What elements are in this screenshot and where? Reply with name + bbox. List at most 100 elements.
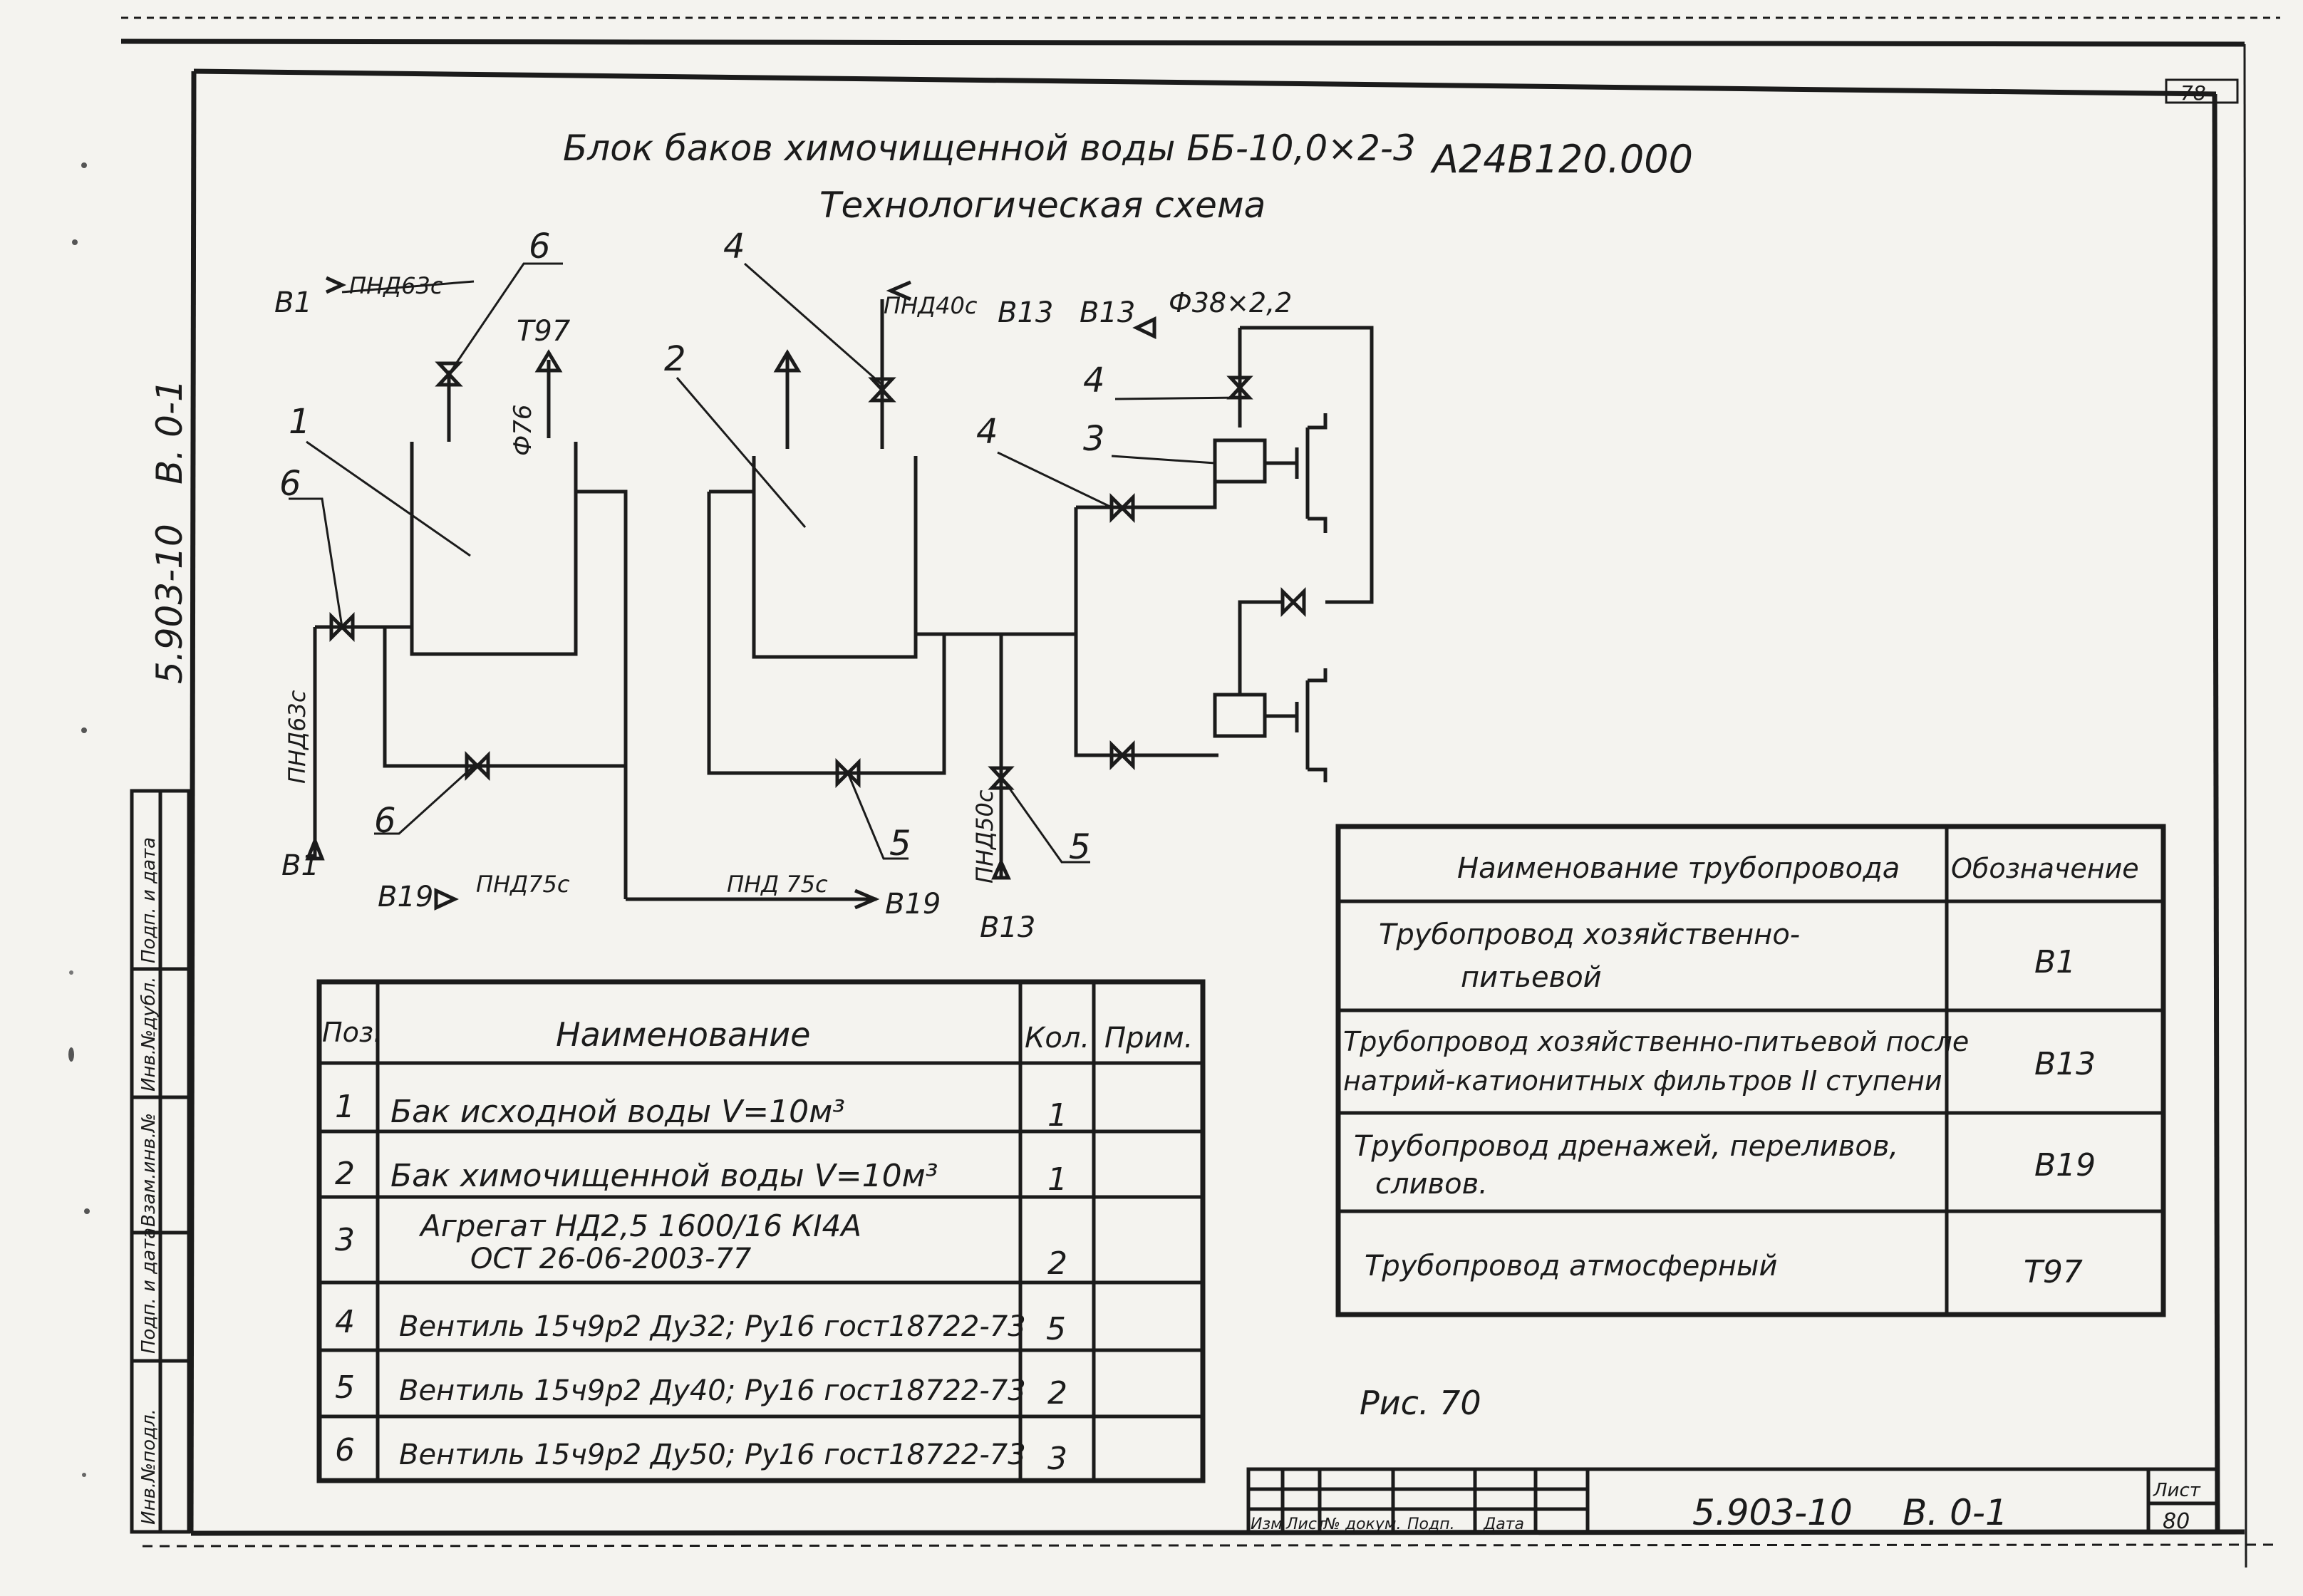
drawing-subtitle: Технологическая схема bbox=[819, 185, 1266, 226]
pipe-cell-code: В1 bbox=[2034, 944, 2076, 980]
pos-label: 6 bbox=[279, 464, 301, 504]
pipe-label: В1 bbox=[281, 849, 319, 882]
pos-label: 6 bbox=[529, 227, 551, 266]
pos-label: 6 bbox=[374, 801, 396, 841]
spec-cell-qty: 3 bbox=[1047, 1441, 1067, 1477]
tb-col: Лист bbox=[1285, 1515, 1327, 1533]
valve-f bbox=[835, 757, 861, 789]
spec-table bbox=[316, 979, 1206, 1483]
pipe-label: Ф38×2,2 bbox=[1169, 287, 1292, 318]
side-stamp-cell: Инв.№подл. bbox=[138, 1409, 160, 1525]
tank-1 bbox=[410, 442, 578, 656]
tb-col: № докум. bbox=[1323, 1515, 1401, 1533]
spec-cell-qty: 1 bbox=[1047, 1161, 1067, 1198]
tb-code: 5.903-10 bbox=[1692, 1492, 1853, 1533]
pipe-cell-name-2: натрий-катионитных фильтров II ступени bbox=[1343, 1065, 1942, 1097]
tb-col: Дата bbox=[1483, 1515, 1524, 1533]
pipe-label: ПНД40с bbox=[884, 292, 978, 319]
pipe-label: В1 bbox=[274, 286, 312, 319]
spec-cell-name-2: ОСТ 26-06-2003-77 bbox=[470, 1243, 752, 1275]
spec-cell-pos: 3 bbox=[335, 1222, 355, 1258]
spec-cell-pos: 5 bbox=[335, 1369, 355, 1406]
pipe-label: В19 bbox=[885, 888, 941, 921]
pipe-label: В13 bbox=[980, 911, 1035, 944]
pipe-label: В13 bbox=[998, 296, 1053, 329]
pipe-header-code: Обозначение bbox=[1951, 853, 2139, 884]
spec-cell-name: Вентиль 15ч9р2 Ду32; Ру16 гост18722-73 bbox=[399, 1310, 1026, 1343]
pos-label: 5 bbox=[1069, 827, 1091, 867]
valve-e bbox=[465, 750, 490, 782]
spec-cell-pos: 6 bbox=[335, 1432, 355, 1468]
pipe-cell-name: Трубопровод дренажей, переливов, bbox=[1354, 1130, 1898, 1163]
valve-h bbox=[1109, 492, 1135, 524]
pump-2 bbox=[1213, 693, 1267, 738]
pipe-label: ПНД 75с bbox=[727, 871, 828, 898]
valve-d bbox=[329, 611, 355, 643]
valve-a bbox=[435, 361, 463, 387]
pos-label: 4 bbox=[976, 412, 998, 452]
pipe-cell-code: В13 bbox=[2034, 1046, 2096, 1082]
pos-label: 4 bbox=[723, 227, 745, 266]
pipe-labels: В1 ПНД63с Т97 Ф76 ПНД40с В13 В13 Ф38×2,2… bbox=[274, 272, 1292, 944]
side-stamp-cell: Подп. и дата bbox=[138, 1228, 160, 1354]
spec-cell-pos: 2 bbox=[335, 1156, 355, 1192]
pipe-cell-code: В19 bbox=[2034, 1147, 2096, 1183]
tb-col: Подп. bbox=[1407, 1515, 1455, 1533]
drawing-title: Блок баков химочищенной воды ББ-10,0×2-3 bbox=[563, 128, 1416, 169]
pos-label: 2 bbox=[664, 339, 686, 379]
spec-cell-pos: 1 bbox=[335, 1089, 355, 1125]
pos-label: 1 bbox=[289, 402, 311, 442]
pipe-label: Т97 bbox=[517, 315, 571, 348]
title-block bbox=[1246, 1467, 2220, 1534]
tank-2 bbox=[752, 456, 918, 659]
spec-cell-name: Бак химочищенной воды V=10м³ bbox=[390, 1158, 938, 1194]
pipe-label: ПНД75с bbox=[476, 871, 570, 898]
pump-1 bbox=[1213, 438, 1267, 484]
pipe-label: ПНД63с bbox=[349, 272, 443, 299]
pipe-cell-name-2: питьевой bbox=[1461, 961, 1602, 994]
valve-i bbox=[1280, 586, 1306, 618]
tb-list-value: 80 bbox=[2163, 1509, 2190, 1534]
pos-label: 4 bbox=[1083, 361, 1105, 400]
tb-col: Изм bbox=[1251, 1515, 1283, 1533]
scan-marks bbox=[68, 162, 90, 1477]
spec-header-qty: Кол. bbox=[1025, 1022, 1090, 1054]
pipe-table bbox=[1335, 824, 2166, 1317]
spec-cell-name: Вентиль 15ч9р2 Ду50; Ру16 гост18722-73 bbox=[399, 1439, 1026, 1471]
side-stamp-cell: Взам.инв.№ bbox=[138, 1113, 160, 1227]
pipe-cell-name-2: сливов. bbox=[1375, 1168, 1488, 1201]
pipe-label: ПНД50с bbox=[971, 789, 998, 884]
valve-j bbox=[1109, 740, 1135, 771]
tb-list-label: Лист bbox=[2153, 1480, 2201, 1501]
spec-header-name: Наименование bbox=[556, 1015, 810, 1054]
position-labels: 6 4 1 2 6 4 3 4 6 5 5 bbox=[279, 227, 1105, 867]
spec-cell-name: Бак исходной воды V=10м³ bbox=[390, 1094, 845, 1130]
pipe-label: В19 bbox=[378, 881, 433, 913]
pipe-label: ПНД63с bbox=[284, 690, 311, 784]
pos-label: 3 bbox=[1083, 419, 1105, 459]
spec-header-note: Прим. bbox=[1104, 1022, 1193, 1054]
pipe-cell-code: Т97 bbox=[2024, 1254, 2083, 1290]
drawing-frame bbox=[120, 16, 2281, 1568]
process-diagram bbox=[289, 262, 1374, 911]
spec-cell-qty: 1 bbox=[1047, 1097, 1067, 1134]
drawing-code: А24В120.000 bbox=[1430, 137, 1693, 182]
figure-caption: Рис. 70 bbox=[1360, 1384, 1481, 1422]
spec-cell-qty: 5 bbox=[1046, 1311, 1066, 1347]
spec-cell-qty: 2 bbox=[1047, 1375, 1067, 1411]
side-stamp bbox=[130, 789, 191, 1534]
pipe-label: В13 bbox=[1080, 296, 1135, 329]
pipe-cell-name: Трубопровод хозяйственно- bbox=[1379, 918, 1800, 951]
pos-label: 5 bbox=[889, 824, 911, 864]
spec-header-pos: Поз. bbox=[322, 1017, 382, 1048]
side-stamp-cell: Подп. и дата bbox=[138, 837, 160, 963]
valve-b bbox=[868, 377, 896, 403]
sheet-number: 78 bbox=[2180, 81, 2206, 105]
pipe-cell-name: Трубопровод атмосферный bbox=[1365, 1250, 1777, 1282]
side-issue: В. 0-1 bbox=[149, 379, 190, 484]
pipe-label: Ф76 bbox=[509, 404, 537, 456]
tb-issue: В. 0-1 bbox=[1903, 1492, 2008, 1533]
spec-cell-name: Агрегат НД2,5 1600/16 КI4А bbox=[418, 1208, 861, 1243]
spec-cell-name: Вентиль 15ч9р2 Ду40; Ру16 гост18722-73 bbox=[399, 1374, 1026, 1407]
